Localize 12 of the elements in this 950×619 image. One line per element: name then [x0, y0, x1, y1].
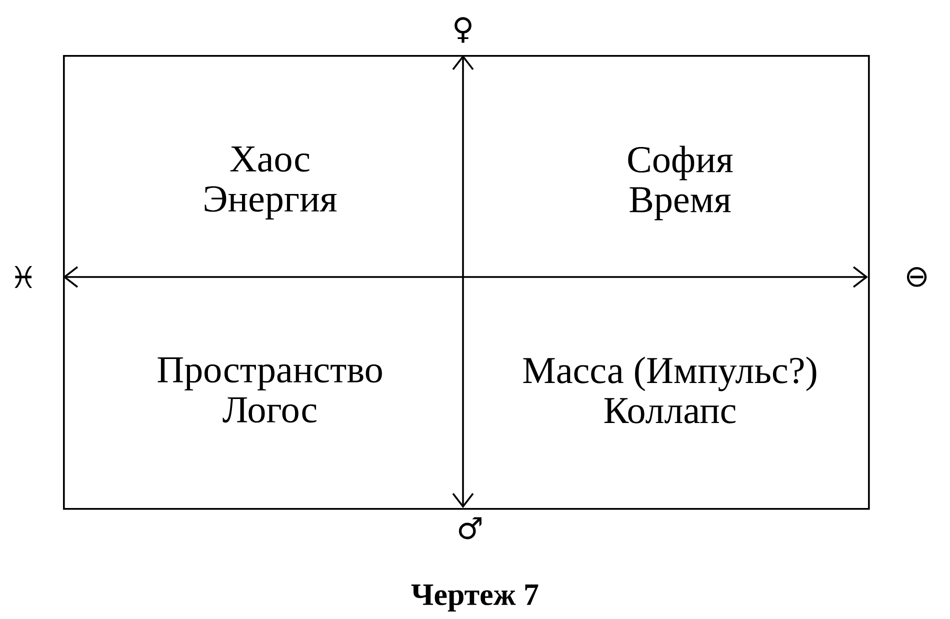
- symbol: ⊖: [906, 267, 927, 287]
- symbol: ♓: [14, 266, 32, 288]
- caption: Чертеж 7: [411, 584, 538, 612]
- quadrant-text: Пространство Логос: [158, 357, 382, 423]
- quadrant-text: Хаос Энергия: [204, 146, 337, 220]
- frame-box: [63, 55, 870, 510]
- quadrant-text: София Время: [628, 146, 733, 220]
- symbol: ♀: [454, 17, 472, 43]
- symbol: ♂: [458, 517, 482, 540]
- double-arrow: [452, 55, 474, 508]
- double-arrow: [63, 266, 868, 288]
- quadrant-text: Масса (Импульс?) Коллапс: [523, 356, 816, 424]
